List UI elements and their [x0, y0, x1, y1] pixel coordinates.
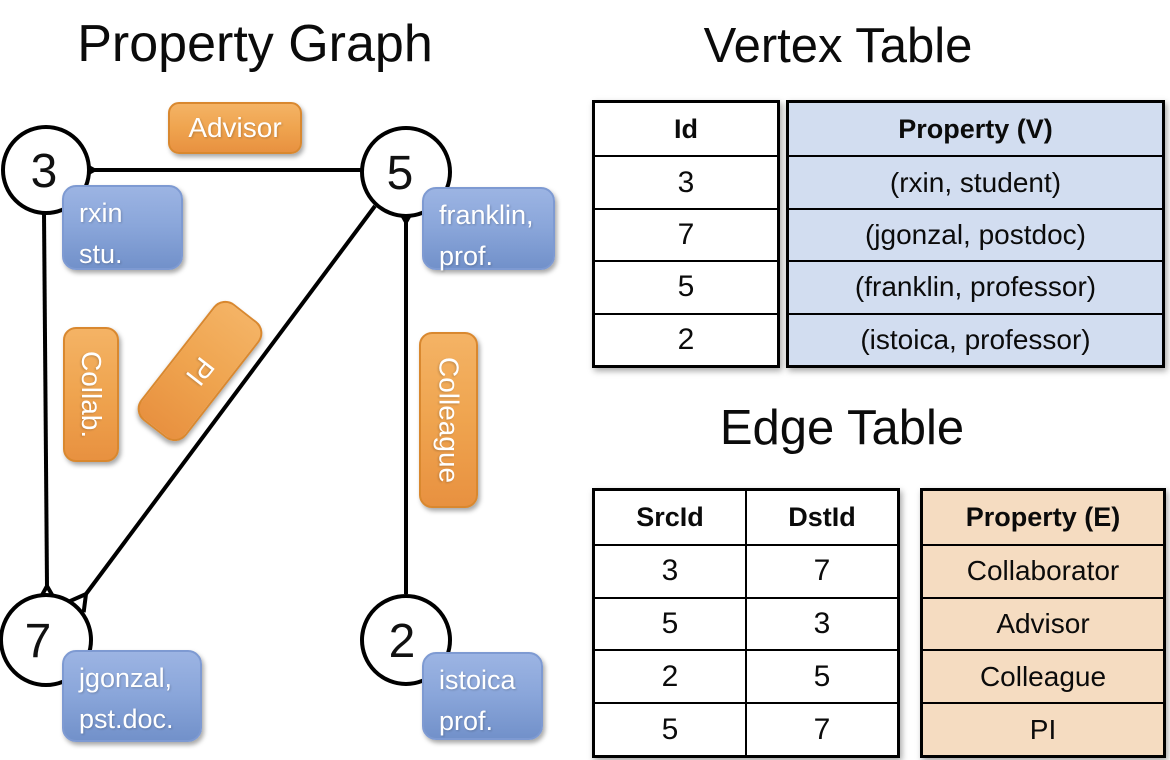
property-graph-title: Property Graph	[77, 15, 433, 73]
node-5-property-line2: prof.	[439, 240, 494, 271]
node-3-property-line2: stu.	[79, 238, 123, 269]
node-7-property-line2: pst.doc.	[79, 703, 174, 734]
edge-table-srcid-cell: 3	[595, 543, 745, 597]
edge-pi-5-to-7	[86, 204, 377, 594]
graph-node-7-id: 7	[25, 615, 52, 668]
edge-table-dstid-cell: 5	[745, 649, 897, 703]
node-5-property-box: franklin, prof.	[422, 187, 555, 271]
edge-table-srcid-cell: 5	[595, 702, 745, 755]
edge-label-pi-text: PI	[180, 351, 221, 392]
edge-table-property-header: Property (E)	[965, 501, 1121, 532]
node-5-property-line1: franklin,	[439, 200, 534, 230]
vertex-table-property-cell: (istoica, professor)	[789, 312, 1162, 365]
edge-table-property-cell: Advisor	[923, 596, 1163, 650]
vertex-table-property-cell: (jgonzal, postdoc)	[789, 207, 1162, 260]
node-2-property-box: istoica prof.	[422, 652, 543, 740]
edge-label-collab: Collab.	[63, 327, 119, 462]
edge-table-dstid-header: DstId	[745, 491, 897, 544]
edge-table-srcid-cell: 2	[595, 649, 745, 702]
edge-table-title: Edge Table	[719, 401, 965, 455]
edge-table-srcid-header: SrcId	[636, 501, 704, 532]
vertex-table-property-header: Property (V)	[898, 113, 1053, 144]
edge-table-property-cell: PI	[923, 702, 1163, 755]
edge-label-colleague-text: Colleague	[433, 356, 465, 484]
edge-table-dstid-cell: 7	[745, 702, 897, 755]
vertex-table-id-cell: 7	[595, 207, 777, 260]
edge-table-dstid-cell: 7	[745, 543, 897, 597]
edge-label-advisor: Advisor	[168, 102, 302, 154]
edge-label-collab-text: Collab.	[76, 350, 107, 439]
vertex-table-id-cell: 3	[595, 155, 777, 207]
vertex-table-property-cell: (franklin, professor)	[789, 260, 1162, 312]
edge-table-id-columns: SrcId DstId 3 7 5 3 2 5 5 7	[592, 488, 900, 758]
node-2-property-line2: prof.	[439, 705, 494, 736]
edge-table-property-cell: Colleague	[923, 649, 1163, 702]
node-2-property-line1: istoica	[439, 665, 516, 695]
edge-collab-3-to-7	[44, 212, 47, 586]
node-3-property-box: rxin stu.	[62, 185, 183, 270]
graph-node-2-id: 2	[389, 615, 416, 668]
vertex-table-property-column: Property (V) (rxin, student) (jgonzal, p…	[786, 100, 1165, 368]
vertex-table-id-cell: 2	[595, 312, 777, 365]
vertex-table-id-column: Id 3 7 5 2	[592, 100, 780, 368]
vertex-table-id-header: Id	[674, 113, 698, 144]
graph-node-5-id: 5	[387, 147, 414, 200]
node-7-property-box: jgonzal, pst.doc.	[62, 650, 202, 742]
vertex-table-id-cell: 5	[595, 260, 777, 312]
edge-label-advisor-text: Advisor	[188, 112, 282, 143]
edge-table-dstid-cell: 3	[745, 596, 897, 650]
edge-label-colleague: Colleague	[419, 332, 478, 508]
edge-table-property-column: Property (E) Collaborator Advisor Collea…	[920, 488, 1166, 758]
edge-table-srcid-cell: 5	[595, 596, 745, 650]
vertex-table-property-cell: (rxin, student)	[789, 155, 1162, 207]
node-7-property-line1: jgonzal,	[79, 663, 173, 693]
graph-node-3-id: 3	[31, 145, 58, 198]
edge-table-property-cell: Collaborator	[923, 543, 1163, 597]
vertex-table-title: Vertex Table	[703, 19, 973, 73]
node-3-property-line1: rxin	[79, 198, 123, 228]
